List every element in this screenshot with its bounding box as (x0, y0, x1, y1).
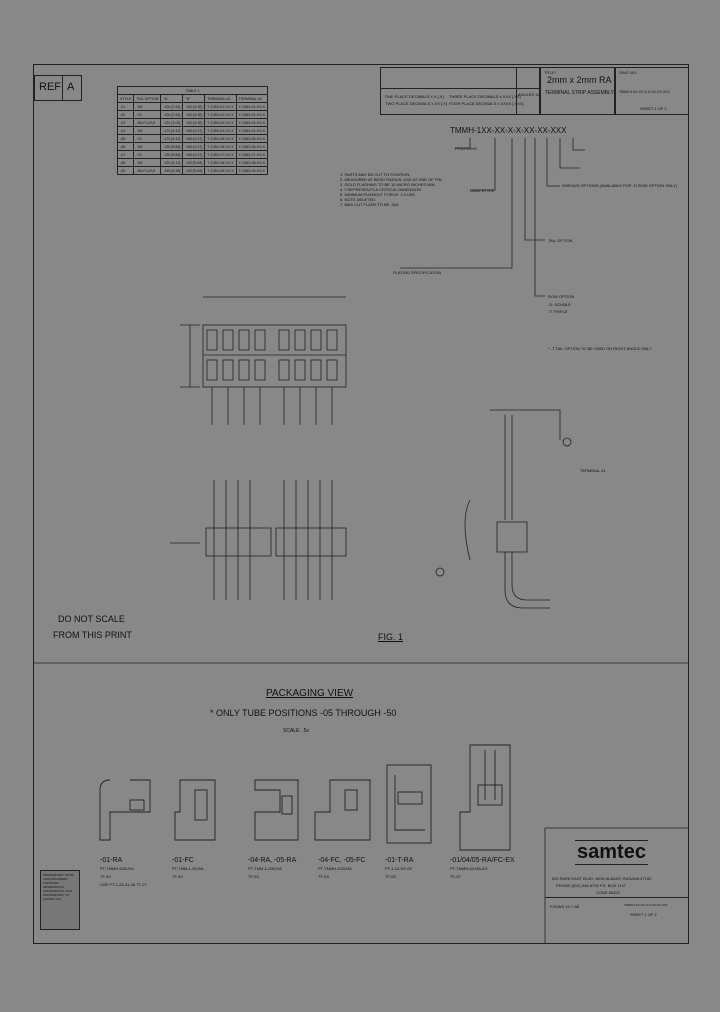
pin-outline (206, 359, 218, 381)
callout-triple: -T: TRIPLE (548, 309, 568, 314)
dwg-bottom: TMMH-1XX-XX-X-X-XX-XX-XXX (624, 903, 668, 907)
note-item: 6. NOTE DELETED. (340, 197, 377, 202)
note-item: 4. ◊ REPRESENTS A CRITICAL DIMENSION. (340, 187, 423, 192)
pin-outline (222, 359, 234, 381)
note-item: 2. MEASURED AT BEND RADIUS, USE AT ONE O… (340, 177, 443, 182)
title-box: TITLE: 2mm x 2mm RA TERMINAL STRIP ASSEM… (540, 67, 615, 115)
address-3: CODE 55322 (596, 890, 620, 895)
packaging-item-label: -01-FC (172, 857, 194, 864)
packaging-scale: SCALE: .5x (283, 728, 309, 734)
callout-double: -D: DOUBLE (548, 302, 571, 307)
tol-line-1: ONE PLACE DECIMALS ±.X [.X] (385, 94, 444, 99)
packaging-item-label: -01-RA (100, 857, 123, 864)
packaging-item-detail: PT-TMM-1-005-RA (248, 866, 282, 871)
part-number: TMMH-1XX-XX-X-X-XX-XX-XXX (450, 126, 567, 135)
dwg-no: TMMH-1XX-XX-X-X-XX-XX-XXX (619, 90, 670, 94)
packaging-item-detail: PT-TMMH-04-RA-EX (450, 866, 488, 871)
title-line-2: TERMINAL STRIP ASSEMBLY (545, 90, 614, 96)
notes: 1. PARTS MAY BE CUT TO POSITION.2. MEASU… (340, 172, 443, 207)
callout-row-option: ROW OPTION (548, 294, 575, 299)
packaging-item-detail: PT-TMM-1-00-RA (172, 866, 204, 871)
pin-outline (238, 329, 250, 351)
tolerance-block: ONE PLACE DECIMALS ±.X [.X] TWO PLACE DE… (380, 67, 542, 115)
pin-outline (310, 329, 322, 351)
tol-line-4: FOUR PLACE DECIMALS ±.XXXX [.XXX] (449, 101, 524, 106)
title-line-1: 2mm x 2mm RA (547, 75, 612, 85)
pin-outline (222, 329, 234, 351)
title-label: TITLE: (544, 70, 557, 75)
pin-outline (254, 359, 266, 381)
packaging-item-detail: TF-53 (385, 874, 396, 879)
angles: ANGLES ±2° (518, 92, 542, 97)
ref-box: REF A (34, 75, 82, 101)
pin-outline (294, 359, 306, 381)
note-item: 1. PARTS MAY BE CUT TO POSITION. (340, 172, 411, 177)
samtec-logo: samtec (575, 840, 648, 865)
dwg-box: DWG NO: TMMH-1XX-XX-X-X-XX-XX-XXX SHEET … (615, 67, 689, 115)
packaging-item-detail: PT-1-24-DF-05 (385, 866, 412, 871)
packaging-item-label: -04-RA, -05-RA (248, 857, 297, 864)
tol-line-3: THREE PLACE DECIMALS ±.XXX [.XX] (449, 94, 521, 99)
callout-tail-note: * -T TAIL OPTION TO BE USED ON RIGHT ANG… (548, 346, 652, 351)
ref-value: A (67, 81, 75, 93)
tol-line-2: TWO PLACE DECIMALS ±.XX [.X] (385, 101, 447, 106)
pin-outline (326, 329, 338, 351)
sheet-bottom: SHEET 1 OF 2 (630, 912, 657, 917)
pin-outline (254, 329, 266, 351)
dwg-label: DWG NO: (619, 70, 637, 75)
callout-tail-option: TAIL OPTION (548, 238, 573, 243)
packaging-item-detail: PT-TMMH-D53-RA (318, 866, 352, 871)
callout-plating: PLATING SPECIFICATION (393, 270, 442, 275)
note-item: 3. GOLD FLASHING TO BE 10 MICRO INCHES M… (340, 182, 436, 187)
do-not-scale-2: FROM THIS PRINT (53, 630, 132, 640)
table-cell: -09 (116, 166, 135, 175)
packaging-subtitle: * ONLY TUBE POSITIONS -05 THROUGH -50 (210, 708, 397, 718)
drawn-info: PJGWS 12-7-98 (550, 904, 580, 909)
pin-outline (326, 359, 338, 381)
drawing-sheet (33, 64, 689, 944)
packaging-item-detail: TF-53 (318, 874, 329, 879)
callout-lead-style: LEAD STYLE (470, 188, 495, 193)
pin-outline (294, 329, 306, 351)
address-1: 520 PARK EAST BLVD, NEW ALBANY, INDIANA … (552, 876, 652, 881)
packaging-item-detail: TF-53 (248, 874, 259, 879)
note-item: 5. MINIMUM PUSHOUT FORCE: 2.0 LBS. (340, 192, 416, 197)
packaging-title: PACKAGING VIEW (266, 688, 354, 699)
packaging-item-label: -01-T-RA (385, 857, 414, 864)
table-row: -05-FC.170 [4.32].180 [4.57]T-1S63-05-XX… (116, 134, 269, 143)
packaging-item-detail: TF-07 (450, 874, 461, 879)
ref-label: REF (39, 81, 61, 93)
address-2: PHONE (812) 944-6733 F.E. BOX 1147 (556, 883, 626, 888)
packaging-item-detail: PT-TMMH-D53-RA (100, 866, 134, 871)
note-item: 7. MAX CUT FLASH TO BE .010. (340, 202, 400, 207)
table-row: -07-FC.230 [5.84].180 [4.57]T-1S63-07-XX… (116, 150, 269, 159)
callout-shroud: SHROUD OPTIONS (AVAILABLE FOR -D ROW OPT… (562, 183, 678, 188)
table-row: -01-RA.100 [2.54].130 [3.30]T-1S63-01-XX… (116, 102, 269, 111)
table-row: -03-RA FLUSH.120 [3.05].130 [3.30]T-1S63… (116, 118, 269, 127)
pin-outline (310, 359, 322, 381)
do-not-scale-1: DO NOT SCALE (58, 614, 125, 624)
proprietary-text: PROPRIETARY NOTE: THIS DOCUMENT CONTAINS… (43, 873, 75, 901)
fig-label: FIG. 1 (378, 632, 404, 642)
packaging-item-detail: USE PT-1-24-31-45 TF-27 (100, 882, 147, 887)
proprietary-box: PROPRIETARY NOTE: THIS DOCUMENT CONTAINS… (40, 870, 80, 930)
pin-outline (238, 359, 250, 381)
packaging-item-detail: TF-53 (172, 874, 183, 879)
sheet-no: SHEET 1 OF 2 (640, 106, 667, 111)
pin-outline (278, 329, 290, 351)
callout-positions: POSITIONS (455, 146, 477, 151)
pin-outline (278, 359, 290, 381)
table-row: -09-RA FLUSH.330 [8.38].230 [5.84]T-1S63… (116, 166, 269, 175)
table-cell: T-1S63-09-XX-X (235, 166, 269, 175)
packaging-item-detail: TF-53 (100, 874, 111, 879)
packaging-item-label: -04-FC, -05-FC (318, 857, 366, 864)
packaging-item-label: -01/04/05-RA/FC-EX (450, 857, 515, 864)
callout-terminal: TERMINAL #1 (580, 468, 606, 473)
pin-outline (206, 329, 218, 351)
